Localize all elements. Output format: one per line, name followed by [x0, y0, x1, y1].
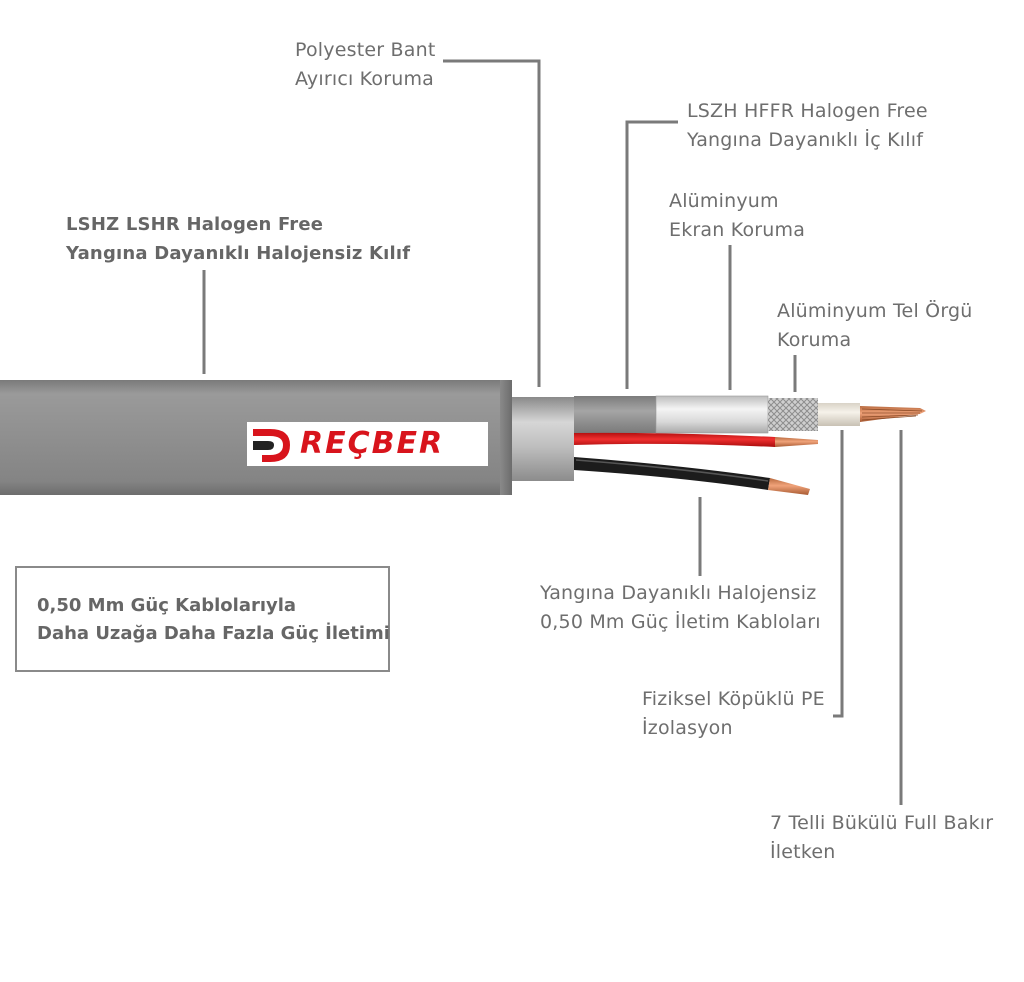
label-aluminium-braid: Alüminyum Tel Örgü Koruma: [777, 300, 973, 351]
leader-polyester: [443, 59, 541, 387]
label-lszh-inner-sheath: LSZH HFFR Halogen Free Yangına Dayanıklı…: [687, 100, 928, 151]
feature-callout-text: 0,50 Mm Güç Kablolarıyla Daha Uzağa Daha…: [37, 595, 390, 644]
black-power-wire: [574, 457, 770, 490]
brand-logo-text: REÇBER: [300, 426, 445, 461]
aluminium-screen: [656, 396, 768, 433]
inner-sheath: [574, 396, 659, 433]
label-foam-pe: Fiziksel Köpüklü PE İzolasyon: [642, 688, 825, 739]
red-wire-copper: [775, 437, 818, 447]
aluminium-braid: [768, 398, 818, 431]
red-power-wire: [574, 432, 775, 447]
label-conductor: 7 Telli Bükülü Full Bakır İletken: [770, 812, 994, 863]
leader-lines: [202, 59, 903, 805]
black-wire-copper: [768, 478, 810, 495]
leader-lszh: [625, 120, 678, 389]
outer-jacket-end: [500, 380, 512, 495]
copper-conductor: [860, 406, 926, 422]
foam-pe-insulation: [818, 403, 860, 426]
feature-callout-box: 0,50 Mm Güç Kablolarıyla Daha Uzağa Daha…: [15, 566, 390, 672]
leader-foam-pe: [833, 430, 844, 718]
polyester-tape: [512, 397, 574, 481]
label-outer-jacket: LSHZ LSHR Halogen Free Yangına Dayanıklı…: [66, 214, 411, 264]
label-aluminium-screen: Alüminyum Ekran Koruma: [669, 190, 806, 241]
brand-logo-mark: [253, 429, 290, 462]
label-power-cables: Yangına Dayanıklı Halojensiz 0,50 Mm Güç…: [540, 582, 821, 633]
label-polyester-tape: Polyester Bant Ayırıcı Koruma: [295, 39, 436, 90]
